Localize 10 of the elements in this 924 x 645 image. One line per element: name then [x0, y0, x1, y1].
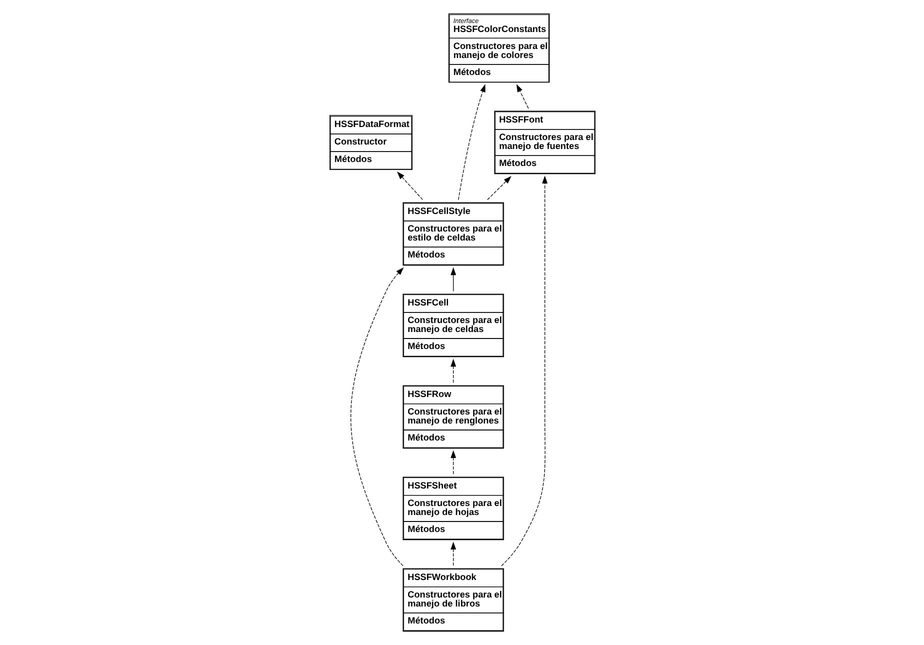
- arrow: [450, 450, 456, 474]
- arrow: [396, 172, 423, 200]
- arrow: [450, 358, 456, 384]
- arrow: [500, 176, 548, 566]
- arrow: [516, 84, 528, 109]
- arrow: [450, 267, 456, 292]
- arrow: [486, 176, 511, 200]
- arrow: [458, 84, 485, 200]
- arrow: [450, 542, 456, 566]
- arrow: [350, 267, 404, 566]
